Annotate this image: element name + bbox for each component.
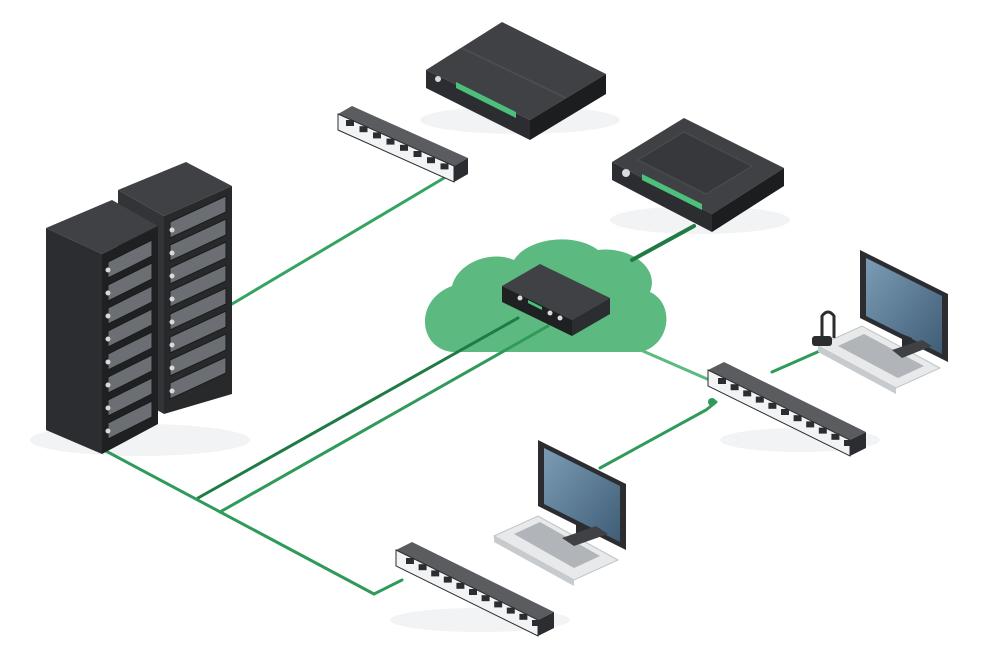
patch-port <box>346 120 354 126</box>
drive-bay <box>107 308 153 348</box>
patch-ports <box>406 558 540 626</box>
patch-port <box>406 558 414 564</box>
bay-led <box>169 319 175 325</box>
switch-port-leds <box>642 174 702 210</box>
patch-port <box>718 378 726 384</box>
patch-port <box>818 427 827 434</box>
patch-port <box>806 421 815 428</box>
network-switch-icon[interactable] <box>612 118 784 232</box>
link-rack-patch-bottom <box>102 448 404 596</box>
patch-port <box>532 620 540 626</box>
patch-port <box>386 138 395 145</box>
patch-port <box>418 564 427 571</box>
drive-bay <box>169 310 227 354</box>
patch-ports <box>346 120 449 170</box>
link-junction-dot <box>708 398 716 406</box>
rack-bays <box>105 239 153 440</box>
patch-port <box>844 440 852 446</box>
link-patch-workstation-right <box>770 348 824 374</box>
drive-bay <box>107 354 153 394</box>
drive-bay <box>107 262 153 302</box>
power-led <box>435 76 441 82</box>
patch-port <box>400 144 408 151</box>
bay-led <box>105 382 111 388</box>
patch-port <box>831 433 840 440</box>
drive-bay <box>169 356 227 400</box>
link-rack-router-a <box>196 316 520 500</box>
patch-port <box>781 409 789 415</box>
patch-port <box>494 601 503 608</box>
bay-led <box>105 359 111 365</box>
patch-port <box>768 402 777 409</box>
patch-port <box>456 582 465 589</box>
drive-bay <box>107 377 153 417</box>
drive-bay <box>107 239 153 279</box>
network-switch-icon[interactable] <box>426 22 606 140</box>
link-router-switch-right <box>630 224 696 262</box>
patch-port <box>730 384 739 391</box>
patch-port <box>793 415 802 422</box>
bay-led <box>105 405 111 411</box>
switch-port-leds <box>456 82 516 118</box>
link-router-patch-right <box>634 346 716 384</box>
bay-led <box>105 336 111 342</box>
patch-port <box>469 589 477 595</box>
patch-port <box>481 595 490 602</box>
patch-panel-icon[interactable] <box>707 362 866 457</box>
drive-bay <box>169 333 227 377</box>
patch-port <box>373 132 381 139</box>
link-patch-workstation-bottom <box>598 400 718 470</box>
ground-shadows <box>30 106 880 632</box>
bay-led <box>169 250 175 256</box>
bay-led <box>169 273 175 279</box>
bay-led <box>169 296 175 302</box>
patch-port <box>506 607 515 614</box>
patch-port <box>427 157 435 164</box>
drive-bay <box>169 287 227 331</box>
bay-led <box>105 290 111 296</box>
link-rack-patch-top <box>230 176 446 306</box>
patch-port <box>431 570 440 577</box>
patch-panel-icon[interactable] <box>395 542 554 637</box>
patch-port <box>359 126 368 133</box>
drive-bay <box>169 195 227 239</box>
link-rack-router-b <box>218 324 550 514</box>
patch-port <box>755 396 764 403</box>
bay-led <box>105 313 111 319</box>
rack-bays <box>169 195 227 400</box>
computer-workstation-icon[interactable] <box>812 250 948 394</box>
server-rack-icon[interactable] <box>46 200 158 454</box>
bay-led <box>105 267 111 273</box>
computer-workstation-icon[interactable] <box>492 440 626 586</box>
patch-port <box>413 151 422 157</box>
drive-bay <box>169 241 227 285</box>
patch-panel-icon[interactable] <box>337 106 468 183</box>
drive-bay <box>107 285 153 325</box>
bay-led <box>169 227 175 233</box>
bay-led <box>169 342 175 348</box>
patch-port <box>519 613 528 620</box>
patch-port <box>440 163 449 170</box>
bay-led <box>169 388 175 394</box>
drive-bay <box>107 331 153 371</box>
patch-port <box>743 390 752 397</box>
router-icon[interactable] <box>502 264 610 336</box>
power-led <box>622 169 630 177</box>
patch-ports <box>718 378 852 446</box>
bay-led <box>105 428 111 434</box>
links <box>102 176 824 596</box>
bay-led <box>169 365 175 371</box>
drive-bay <box>107 400 153 440</box>
patch-port <box>443 576 452 583</box>
drive-bay <box>169 264 227 308</box>
drive-bay <box>169 218 227 262</box>
